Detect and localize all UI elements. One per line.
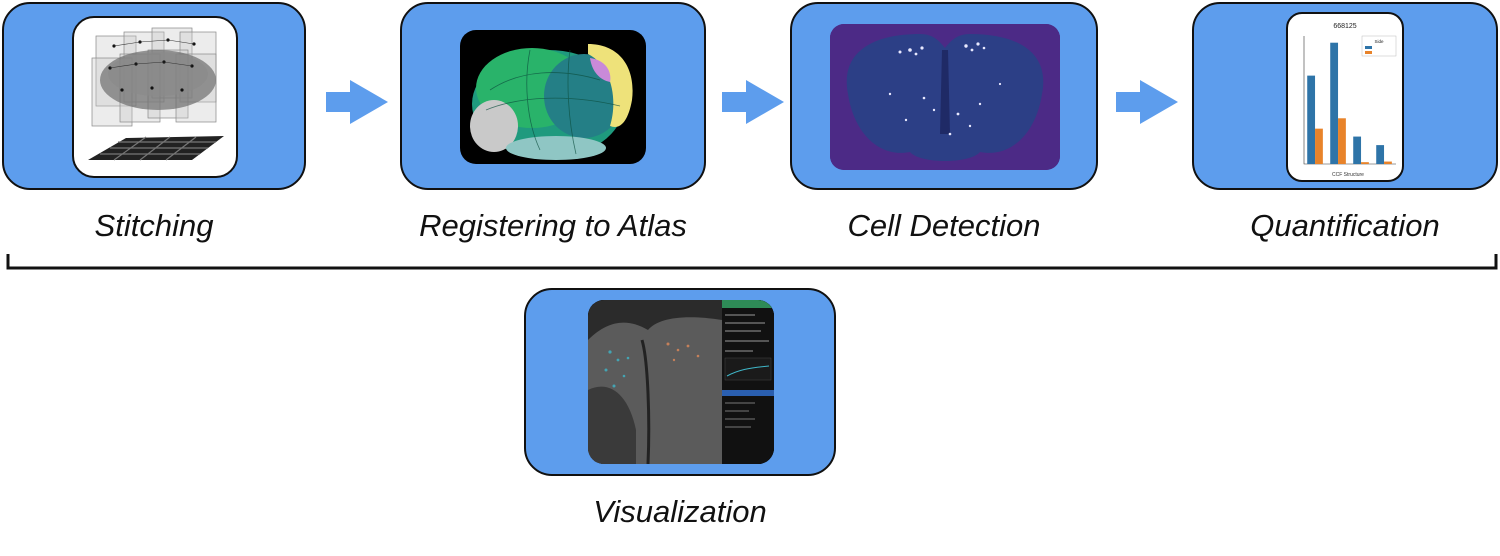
arrow-right-icon: [1116, 80, 1178, 124]
legend-swatch-ipsi: [1365, 46, 1372, 49]
legend-swatch-contra: [1365, 51, 1372, 54]
visualization-stage: [524, 288, 836, 476]
bar-series-0-cat-0: [1307, 76, 1315, 164]
quant-legend-title: Side: [1374, 39, 1384, 44]
bar-series-1-cat-2: [1361, 162, 1369, 164]
cell-detection-stage: [790, 2, 1098, 190]
bar-series-1-cat-3: [1384, 162, 1392, 164]
stitching-label: Stitching: [2, 208, 306, 244]
quant-chart-title: 668125: [1333, 23, 1356, 30]
visualization-image: [588, 300, 774, 464]
quantification-label: Quantification: [1192, 208, 1498, 244]
registration-label: Registering to Atlas: [390, 208, 716, 244]
visualization-label: Visualization: [524, 494, 836, 530]
quant-bars: [1307, 43, 1392, 164]
bar-series-0-cat-3: [1376, 145, 1384, 164]
bar-series-1-cat-0: [1315, 129, 1323, 164]
quantification-chart: 668125 Side CCF Structure: [1286, 12, 1404, 182]
quant-legend: Side: [1362, 36, 1396, 56]
registration-stage: [400, 2, 706, 190]
stitching-stage: [2, 2, 306, 190]
bar-series-0-cat-1: [1330, 43, 1338, 164]
atlas-brain-image: [460, 30, 646, 164]
bar-series-1-cat-1: [1338, 118, 1346, 164]
arrow-right-icon: [326, 80, 388, 124]
cell-detection-label: Cell Detection: [790, 208, 1098, 244]
bar-series-0-cat-2: [1353, 137, 1361, 164]
cell-detection-image: [830, 24, 1060, 170]
quantification-stage: 668125 Side CCF Structure: [1192, 2, 1498, 190]
pipeline-bracket: [6, 252, 1500, 272]
stitching-image: [72, 16, 238, 178]
quant-xlabel: CCF Structure: [1332, 172, 1364, 178]
arrow-right-icon: [722, 80, 784, 124]
